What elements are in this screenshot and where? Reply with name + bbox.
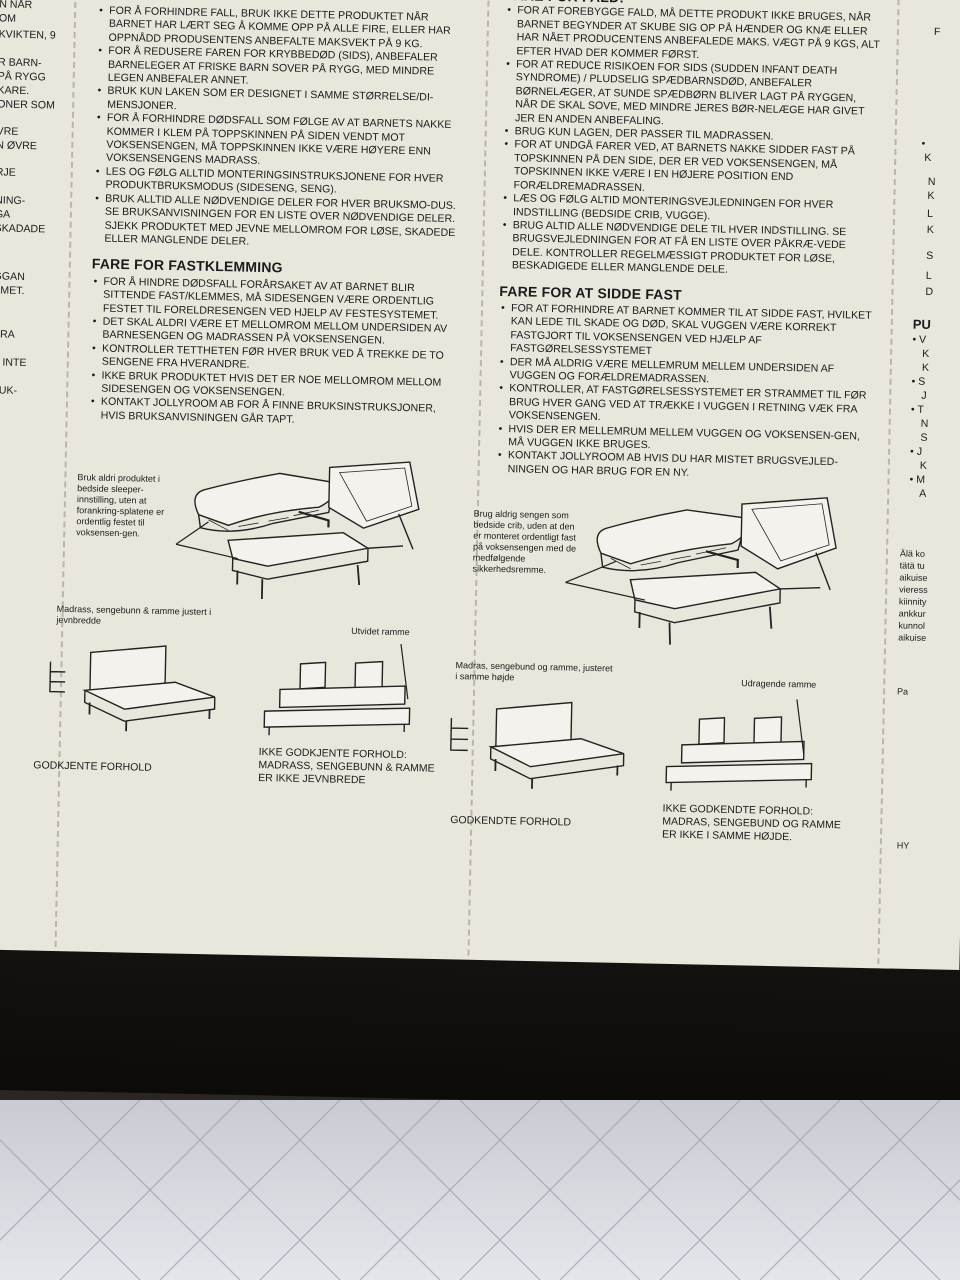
left-strip-line: N ØVRE [0,139,38,153]
left-strip-line: NING- [0,194,26,207]
warning-item: Brug altid alle nødvendige dele til hver… [500,219,877,280]
left-strip-line: PÅ RYGG [0,70,46,84]
left-strip-line: SKADADE [0,222,46,236]
warning-item: For å forhindre dødsfall som følge av at… [94,112,467,173]
entrapment-warning-list: For at forhindre at barnet kommer til at… [496,302,876,484]
dark-fabric-band [0,949,960,1111]
left-strip-line: RJE [0,166,16,179]
approved-label: GODKENDTE FORHOLD [450,814,572,829]
warning-item: For at forebygge fald, må dette produkt … [504,4,881,65]
approved-bed-diagram [49,645,216,732]
right-strip-line: K [924,151,932,164]
right-strip-line: aikuise [898,632,927,643]
left-strip-line: GGAN [0,270,25,284]
right-strip-line: K [922,347,930,360]
not-approved-label: IKKE GODKJENTE FORHOLD: MADRASS, SENGEBU… [258,746,435,787]
right-strip-line: HY [896,840,910,851]
fall-warning-list: For at forebygge fald, må dette produkt … [500,4,882,280]
approved-top-caption: Madras, sengebund og ramme, justeret i s… [455,660,613,683]
cosleeper-illustration [175,461,420,600]
right-strip-line: K [926,223,934,237]
right-strip-line: • M [909,473,926,486]
left-strip-line: GA [0,208,11,221]
panel-fold-left [53,0,77,1007]
entrapment-warning-list: For å hindre dødsfall forårsaket av at b… [89,275,464,430]
warning-item: For at forhindre at barnet kommer til at… [498,302,875,363]
right-strip-line: Pa [896,686,909,697]
right-strip-line: K [919,459,928,472]
left-strip-line: EMET. [0,284,25,298]
right-strip-line: A [919,487,927,500]
right-strip-line: • S [911,375,926,388]
left-strip-line: RUK- [0,384,18,397]
warning-item: Bruk alltid alle nødvendige deler for hv… [92,192,465,253]
cosleeper-illustration [565,497,837,645]
right-strip-line: PU [912,316,932,332]
instruction-sheet: N NÅR OM KVIKTEN, 9 R BARN- PÅ RYGG KARE… [0,0,960,1026]
extended-frame-caption: Udragende ramme [741,678,817,690]
left-strip-line: OM [0,12,17,25]
right-strip-line: D [925,285,934,299]
right-strip-line: S [926,249,934,263]
left-strip-line: ONER SOM [0,98,55,112]
extended-frame-caption: Utvidet ramme [351,625,410,638]
norwegian-column: For å forhindre fall, bruk ikke dette pr… [89,4,470,430]
figure-caption: Bruk aldri produktet i bedside sleeper-i… [76,472,165,539]
right-strip-line: S [920,431,928,444]
left-strip-line: DRA [0,328,15,341]
right-strip-line: L [925,269,932,282]
right-strip-line: K [921,361,930,374]
right-strip-line: • V [912,333,927,346]
left-strip-line: R BARN- [0,56,42,70]
right-strip-line: J [921,389,927,402]
right-strip-line: L [926,207,934,221]
approved-bed-diagram [450,701,625,789]
approved-label: GODKJENTE FORHOLD [33,759,152,774]
not-approved-label: IKKE GODKENDTE FORHOLD: MADRAS, SENGEBUN… [661,802,841,844]
not-approved-bed-diagram [263,643,411,736]
danish-column: FARE FOR FALD! For at forebygge fald, må… [496,0,882,484]
left-strip-line: VRE [0,125,19,138]
right-strip-line: N [927,175,936,189]
panel-fold-right [876,0,900,1025]
approved-top-caption: Madrass, sengebunn & ramme justert i jev… [56,603,212,626]
left-strip-line: KVIKTEN, 9 [0,28,56,42]
left-strip-line: D INTE [0,356,27,370]
right-strip-line: F [933,25,941,39]
right-strip-line: K [927,189,935,203]
right-strip-line: • [921,137,926,150]
right-strip-line: • J [909,445,923,458]
right-strip-line: N [920,417,929,430]
fall-warning-list: For å forhindre fall, bruk ikke dette pr… [92,4,469,253]
right-strip-line: • T [910,403,925,416]
warning-item: For at reduce risikoen for SIDS (sudden … [503,58,880,133]
left-strip-line: KARE. [0,84,30,98]
quilted-mattress [0,1100,960,1280]
warning-item: For at undgå farer ved, at barnets nakke… [501,138,878,199]
not-approved-bed-diagram [665,699,813,791]
left-strip-line: N NÅR [0,0,33,12]
